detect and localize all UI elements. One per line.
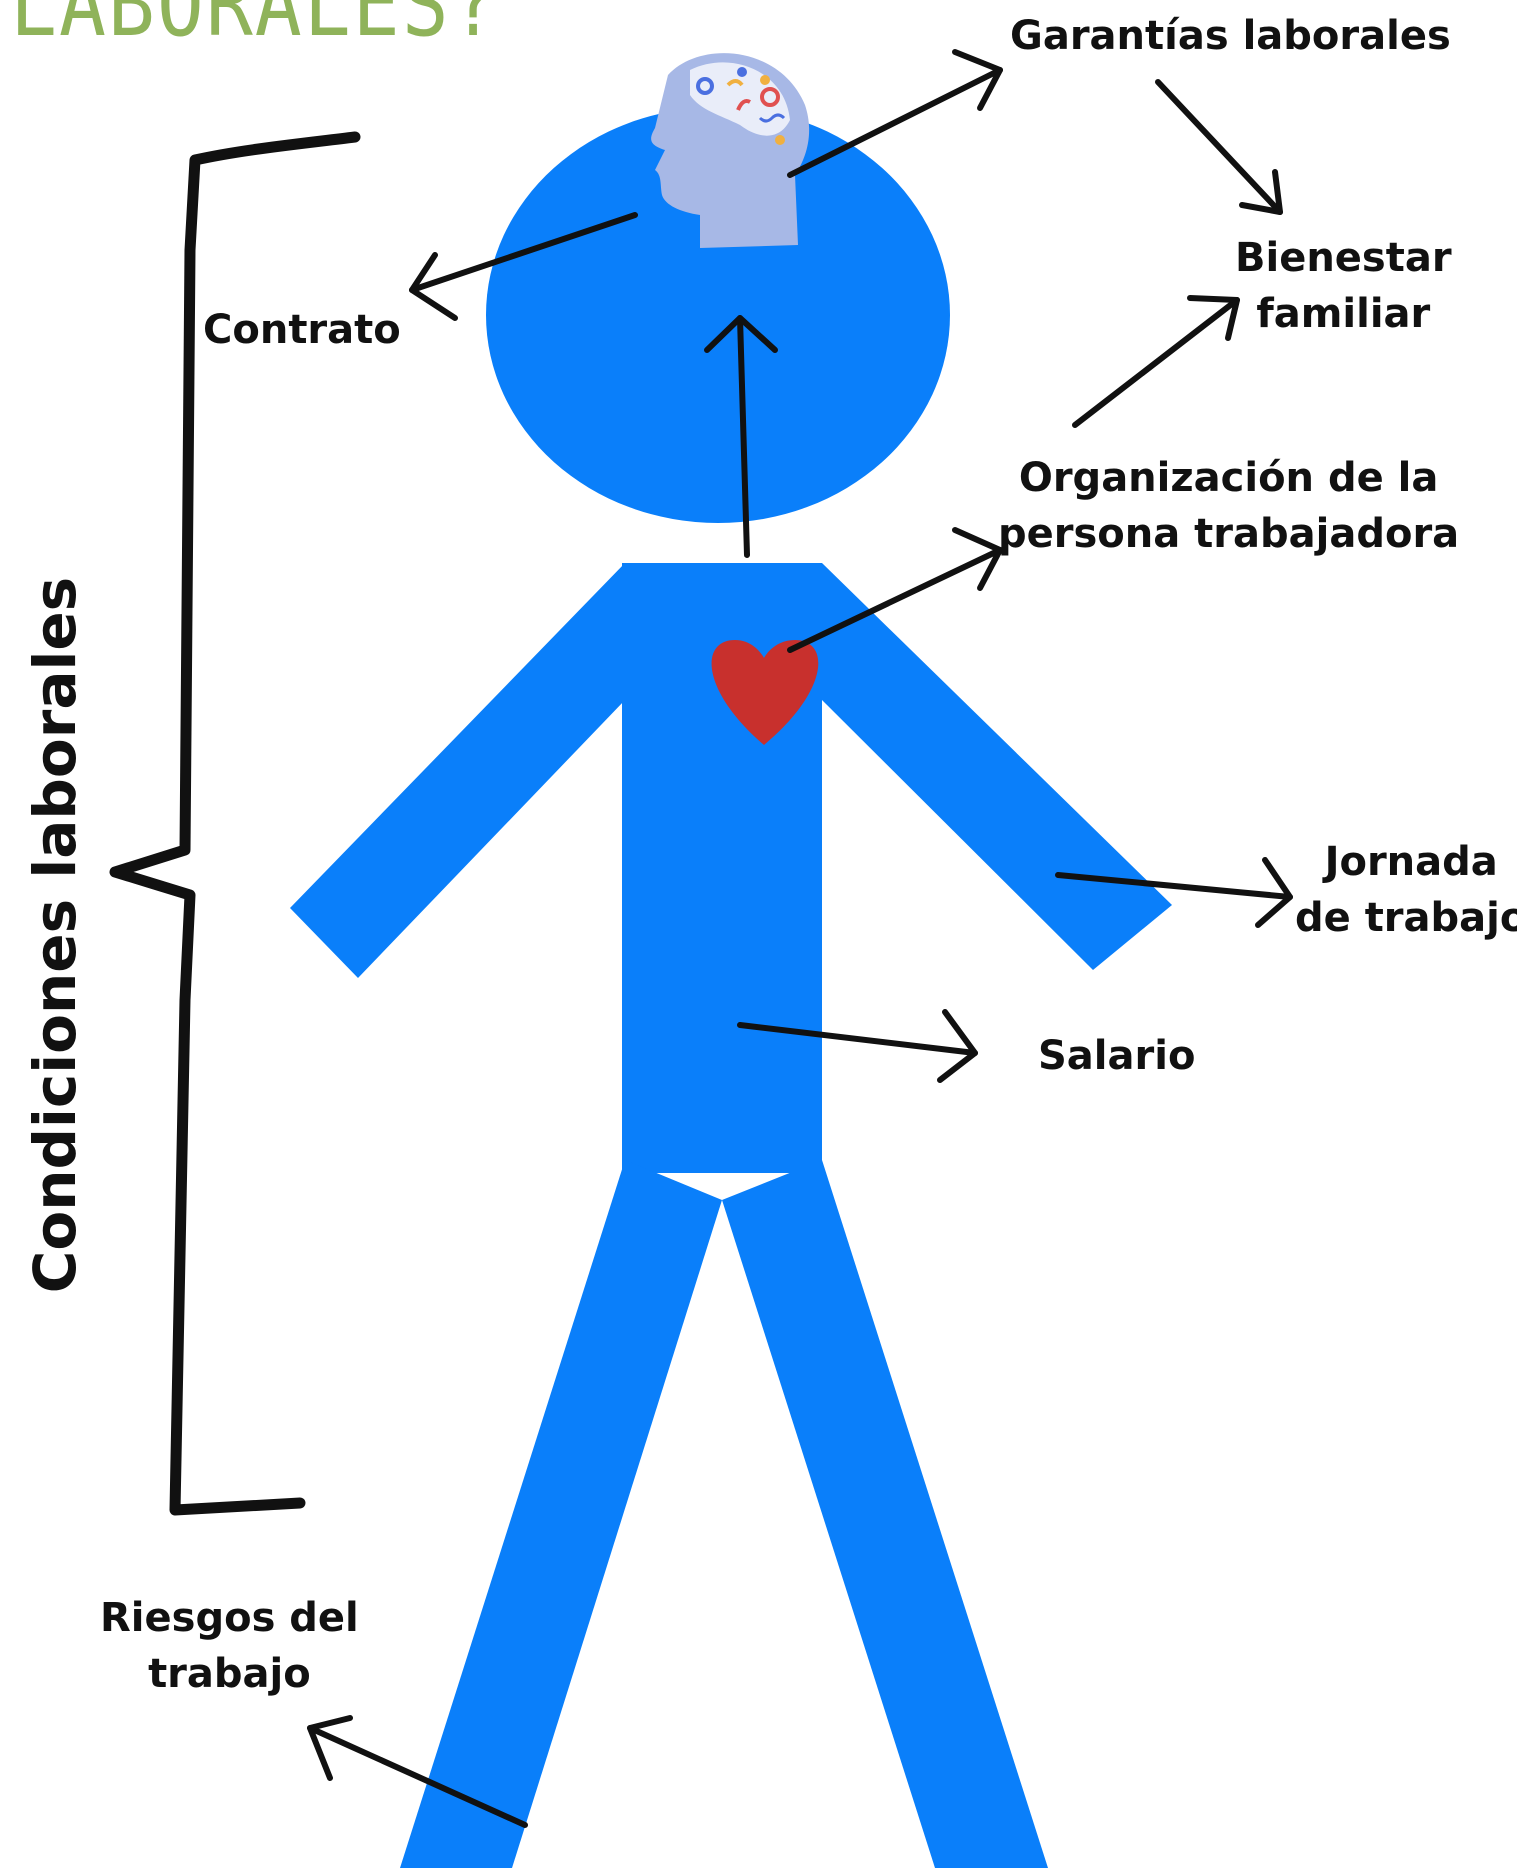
- heart-icon: [711, 640, 819, 745]
- arrowhead-bienestar-top: [1239, 169, 1283, 215]
- arrow-garantias-bienestar: [1155, 79, 1283, 215]
- label-garantias: Garantías laborales: [1010, 13, 1451, 59]
- label-riesgos-line2: trabajo: [148, 1651, 311, 1697]
- arrow-garantias: [787, 67, 1003, 178]
- condiciones-brace: [109, 131, 361, 1516]
- label-bienestar-line2: familiar: [1256, 291, 1431, 337]
- brain-head-icon: [651, 53, 810, 248]
- arrowhead-garantias: [952, 49, 1003, 111]
- label-jornada-line1: Jornada: [1324, 839, 1498, 885]
- label-organizacion-line1: Organización de la: [1018, 455, 1439, 501]
- arrowhead-salario: [937, 1009, 978, 1083]
- figure-right-arm: [822, 563, 1172, 970]
- arrow-organizacion: [787, 547, 1003, 653]
- figure-right-leg: [722, 1160, 1048, 1868]
- arrowhead-jornada: [1255, 857, 1293, 928]
- arrow-jornada: [1055, 872, 1293, 900]
- arrow-contrato: [409, 212, 638, 293]
- arrow-torso-up: [737, 315, 750, 558]
- arrow-riesgos: [307, 1725, 528, 1828]
- arrow-salario: [737, 1022, 978, 1056]
- label-salario: Salario: [1038, 1033, 1196, 1079]
- label-organizacion: Organización de la persona trabajadora: [998, 450, 1459, 562]
- label-organizacion-line2: persona trabajadora: [998, 511, 1460, 557]
- arrowhead-organizacion: [952, 527, 1003, 591]
- arrow-organizacion-bienestar: [1072, 297, 1240, 428]
- label-bienestar-line1: Bienestar: [1235, 235, 1452, 281]
- label-contrato: Contrato: [203, 307, 401, 353]
- arrowhead-bienestar: [1187, 295, 1240, 341]
- figure-head: [486, 107, 950, 523]
- side-label-condiciones: Condiciones laborales: [21, 576, 89, 1294]
- label-jornada-line2: de trabajo: [1295, 895, 1517, 941]
- label-riesgos-line1: Riesgos del: [100, 1595, 359, 1641]
- arrowhead-torso-up: [704, 315, 778, 353]
- label-bienestar: Bienestar familiar: [1235, 230, 1452, 342]
- arrowhead-contrato: [409, 252, 458, 321]
- page-title-fragment: LABORALES?: [10, 0, 500, 57]
- figure-left-leg: [400, 1160, 722, 1868]
- label-riesgos: Riesgos del trabajo: [100, 1590, 359, 1702]
- figure-left-arm: [290, 563, 625, 978]
- label-jornada: Jornada de trabajo: [1295, 834, 1517, 946]
- arrowhead-riesgos: [307, 1715, 353, 1781]
